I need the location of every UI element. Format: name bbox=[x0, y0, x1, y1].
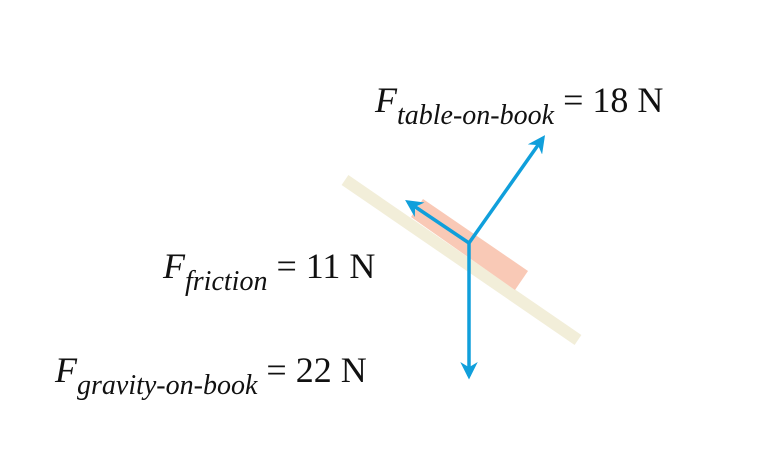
force-symbol: F bbox=[55, 350, 77, 390]
force-subscript: table-on-book bbox=[397, 100, 555, 131]
force-subscript: friction bbox=[185, 266, 268, 297]
inclined-table bbox=[341, 175, 582, 345]
label-gravity-on-book: Fgravity-on-book = 22 N bbox=[55, 350, 367, 400]
force-symbol: F bbox=[163, 246, 185, 286]
friction-force-arrow bbox=[405, 200, 470, 245]
force-value: = 18 N bbox=[563, 80, 664, 120]
force-symbol: F bbox=[375, 80, 397, 120]
force-value: = 22 N bbox=[266, 350, 367, 390]
force-value: = 11 N bbox=[276, 246, 376, 286]
label-friction: Ffriction = 11 N bbox=[163, 246, 376, 296]
normal-force-arrow bbox=[467, 135, 546, 245]
label-table-on-book: Ftable-on-book = 18 N bbox=[375, 80, 664, 130]
force-subscript: gravity-on-book bbox=[77, 370, 258, 401]
